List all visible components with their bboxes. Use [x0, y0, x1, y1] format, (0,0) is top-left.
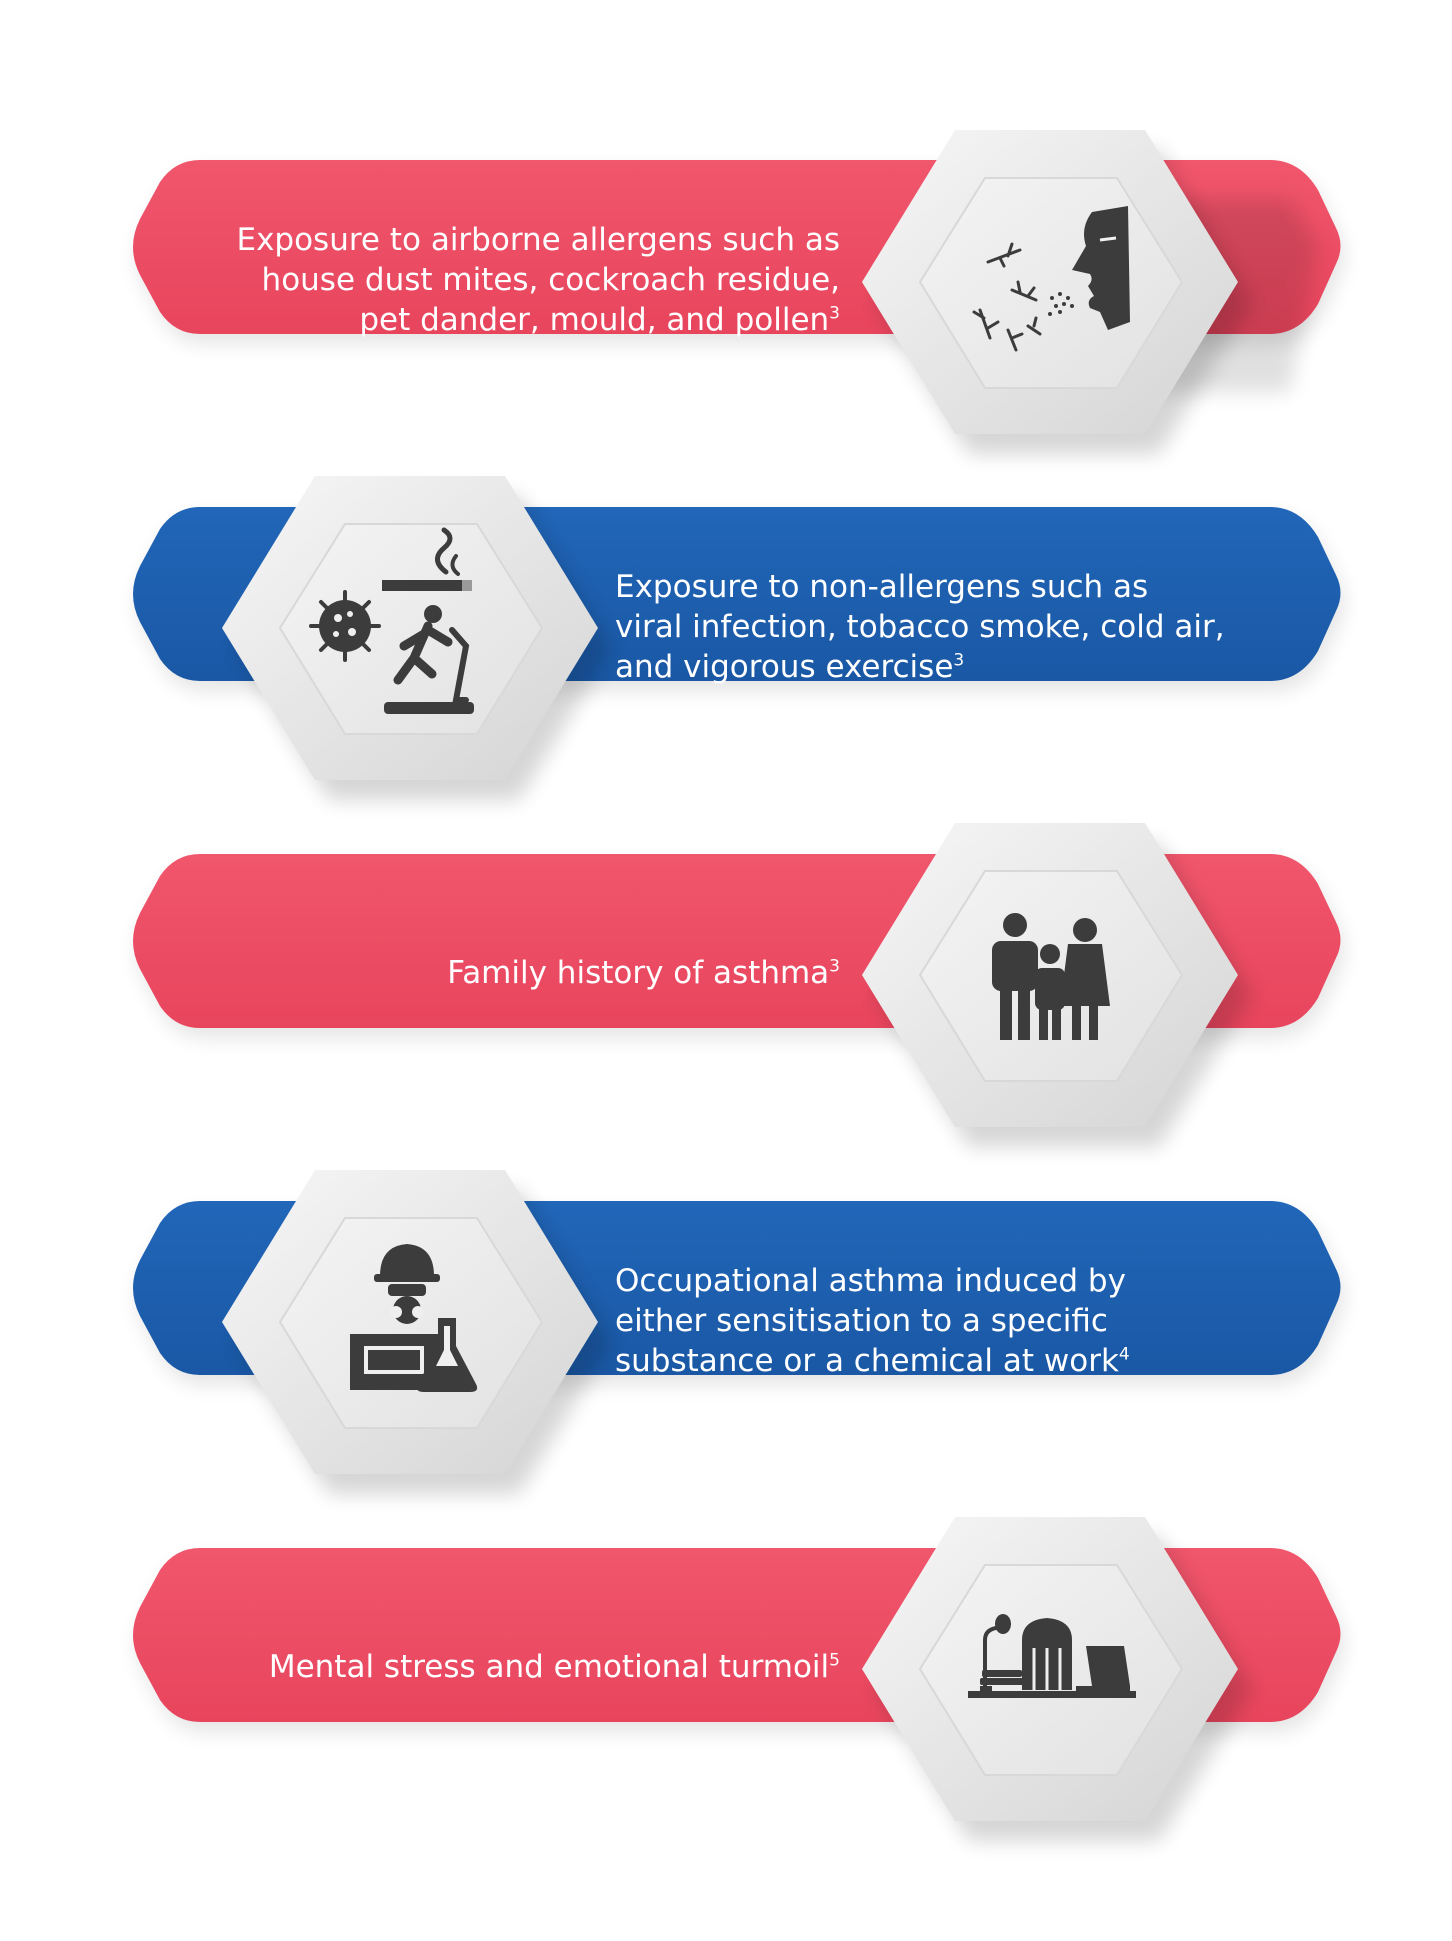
- trigger-text-2: Exposure to non-allergens such as viral i…: [615, 567, 1315, 687]
- stressed-person-icon: [968, 1614, 1136, 1698]
- allergen-sneeze-icon: [972, 206, 1130, 352]
- trigger-text-3: Family history of asthma3: [150, 953, 840, 993]
- hexagon-2: [222, 476, 612, 800]
- trigger-1-reference: 3: [829, 303, 840, 324]
- trigger-2-line-3-text: and vigorous exercise: [615, 649, 954, 685]
- trigger-3-line-1: Family history of asthma3: [150, 953, 840, 993]
- trigger-4-line-3-text: substance or a chemical at work: [615, 1343, 1119, 1379]
- trigger-3-line-1-text: Family history of asthma: [447, 955, 830, 991]
- trigger-4-line-3: substance or a chemical at work4: [615, 1341, 1315, 1381]
- trigger-5-line-1: Mental stress and emotional turmoil5: [150, 1647, 840, 1687]
- trigger-1-line-3: pet dander, mould, and pollen3: [150, 300, 840, 340]
- trigger-text-4: Occupational asthma induced by either sen…: [615, 1261, 1315, 1381]
- trigger-5-line-1-text: Mental stress and emotional turmoil: [268, 1649, 830, 1685]
- worker-chemical-icon: [350, 1244, 478, 1392]
- smoke-virus-exercise-icon: [309, 527, 474, 714]
- trigger-1-line-2: house dust mites, cockroach residue,: [261, 262, 840, 298]
- trigger-5-reference: 5: [829, 1650, 840, 1671]
- trigger-4-reference: 4: [1118, 1344, 1130, 1365]
- trigger-4-line-2: either sensitisation to a specific: [615, 1303, 1108, 1339]
- trigger-text-1: Exposure to airborne allergens such as ho…: [150, 220, 840, 340]
- trigger-3-reference: 3: [829, 956, 840, 977]
- trigger-4-line-1: Occupational asthma induced by: [615, 1263, 1126, 1299]
- trigger-2-reference: 3: [953, 650, 965, 671]
- trigger-text-5: Mental stress and emotional turmoil5: [150, 1647, 840, 1687]
- trigger-2-line-1: Exposure to non-allergens such as: [615, 569, 1149, 605]
- family-icon: [992, 913, 1110, 1040]
- trigger-1-line-3-text: pet dander, mould, and pollen: [359, 302, 830, 338]
- trigger-1-line-1: Exposure to airborne allergens such as: [236, 222, 840, 258]
- trigger-2-line-2: viral infection, tobacco smoke, cold air…: [615, 609, 1225, 645]
- trigger-2-line-3: and vigorous exercise3: [615, 647, 1315, 687]
